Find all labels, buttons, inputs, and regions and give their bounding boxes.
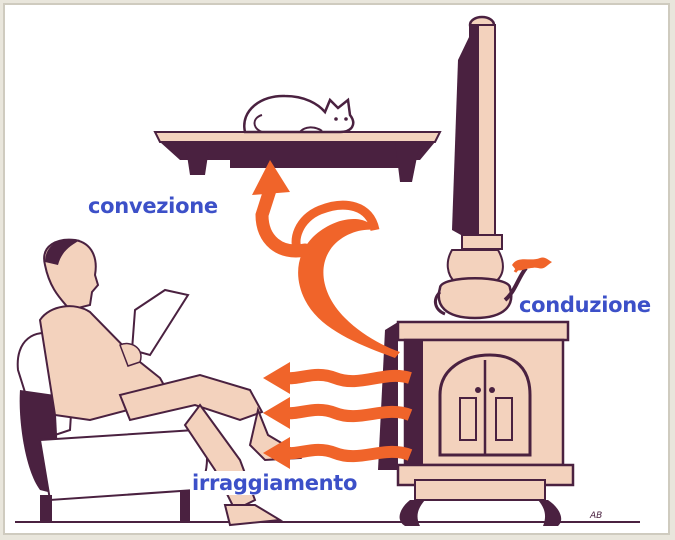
wood-stove — [378, 322, 573, 526]
convection-arrow — [252, 160, 400, 358]
artist-signature: AB — [589, 511, 602, 521]
label-conduzione: conduzione — [519, 293, 651, 317]
label-irraggiamento: irraggiamento — [190, 471, 359, 495]
label-convezione: convezione — [88, 194, 218, 218]
conduction-arrow — [512, 257, 552, 272]
cat — [244, 96, 353, 132]
stove-chimney-pipe — [452, 17, 502, 249]
wall-shelf — [155, 132, 440, 182]
kettle — [435, 250, 526, 318]
